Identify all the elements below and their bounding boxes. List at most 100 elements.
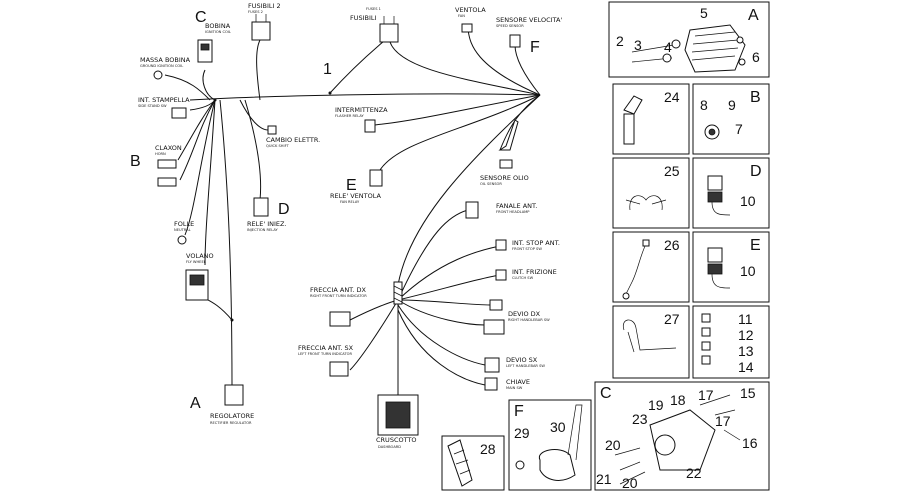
svg-text:C: C [600,385,612,402]
panel-d: D 10 [692,157,770,229]
label-sensore-velocita: SENSORE VELOCITA' [496,16,562,24]
svg-text:HORN: HORN [155,152,166,156]
svg-text:28: 28 [480,441,496,457]
label-int-stampella: INT. STAMPELLA [138,96,190,104]
svg-text:13: 13 [738,343,754,359]
panel-28: 28 [441,435,505,491]
svg-text:25: 25 [664,163,680,179]
letter-a: A [190,395,201,412]
svg-text:MAIN SW: MAIN SW [506,386,523,390]
label-sensore-olio: SENSORE OLIO [480,174,529,182]
svg-text:GROUND IGNITION COIL: GROUND IGNITION COIL [140,64,183,68]
svg-text:18: 18 [670,392,686,408]
svg-text:FLASHER RELAY: FLASHER RELAY [335,114,365,118]
label-int-frizione: INT. FRIZIONE [512,268,557,276]
letter-b: B [130,153,141,170]
svg-text:LEFT HANDLEBAR SW: LEFT HANDLEBAR SW [506,364,545,368]
panel-b: B 8 9 7 [692,83,770,155]
svg-text:24: 24 [664,89,680,105]
svg-text:6: 6 [752,49,760,65]
svg-text:10: 10 [740,263,756,279]
svg-text:15: 15 [740,385,756,401]
panel-27: 27 [612,305,690,379]
label-rele-iniez: RELE' INIEZ. [247,220,287,228]
svg-text:DASHBOARD: DASHBOARD [378,445,401,449]
svg-text:SIDE STAND SW: SIDE STAND SW [138,104,167,108]
svg-text:RIGHT FRONT TURN INDICATOR: RIGHT FRONT TURN INDICATOR [310,294,367,298]
label-fusibili: FUSIBILI [350,14,377,22]
label-volano: VOLANO [186,252,214,260]
svg-text:IGNITION COIL: IGNITION COIL [205,30,231,34]
letter-c: C [195,9,207,26]
label-fanale-ant: FANALE ANT. [496,202,537,210]
label-cruscotto: CRUSCOTTO [376,436,417,444]
label-freccia-ant-dx: FRECCIA ANT. DX [310,286,367,294]
panel-25: 25 [612,157,690,229]
svg-text:NEUTRAL: NEUTRAL [174,228,191,232]
panel-a: A 2 3 4 5 6 [608,1,770,78]
svg-text:12: 12 [738,327,754,343]
label-devio-sx: DEVIO SX [506,356,538,364]
panel-24: 24 [612,83,690,155]
svg-text:E: E [750,237,761,254]
svg-text:D: D [750,163,762,180]
svg-text:22: 22 [686,465,702,481]
svg-text:19: 19 [648,397,664,413]
svg-text:FUSES 2: FUSES 2 [248,10,263,14]
connectors [153,14,521,436]
label-freccia-ant-sx: FRECCIA ANT. SX [298,344,354,352]
letter-f: F [530,39,540,56]
svg-text:RECTIFIER REGULATOR: RECTIFIER REGULATOR [210,421,252,425]
svg-text:8: 8 [700,97,708,113]
label-ventola: VENTOLA [455,6,486,14]
svg-text:17: 17 [698,387,714,403]
svg-text:FAN RELAY: FAN RELAY [340,200,360,204]
svg-text:FUSES 1: FUSES 1 [366,7,381,11]
label-fusibili2: FUSIBILI 2 [248,2,281,10]
label-claxon: CLAXON [155,144,182,152]
svg-text:29: 29 [514,425,530,441]
label-devio-dx: DEVIO DX [508,310,541,318]
svg-text:4: 4 [664,39,672,55]
label-massa-bobina: MASSA BOBINA [140,56,191,64]
svg-text:OIL SENSOR: OIL SENSOR [480,182,502,186]
panel-c: C 18 19 17 15 23 17 16 20 22 21 20 [594,381,770,491]
svg-text:23: 23 [632,411,648,427]
svg-text:FRONT HEADLAMP: FRONT HEADLAMP [496,210,530,214]
svg-text:30: 30 [550,419,566,435]
svg-text:11: 11 [738,311,753,327]
harness-number: 1 [323,61,332,78]
svg-text:10: 10 [740,193,756,209]
panel-e: E 10 [692,231,770,303]
panel-26: 26 [612,231,690,303]
label-int-stop-ant: INT. STOP ANT. [512,239,560,247]
harness-letters: C B D E F A [130,9,540,412]
harness-labels: BOBINA IGNITION COIL FUSIBILI 2 FUSES 2 … [138,2,562,449]
label-folle: FOLLE [174,220,194,228]
label-rele-ventola: RELE' VENTOLA [330,192,381,200]
svg-text:21: 21 [596,471,612,487]
svg-text:20: 20 [605,437,621,453]
svg-text:FRONT STOP SW: FRONT STOP SW [512,247,542,251]
svg-text:QUICK SHIFT: QUICK SHIFT [266,144,290,148]
label-bobina: BOBINA [205,22,231,30]
svg-text:FAN: FAN [458,14,465,18]
harness-wires [164,29,541,395]
svg-text:5: 5 [700,5,708,21]
svg-text:F: F [514,403,524,420]
svg-text:A: A [748,7,759,24]
svg-text:17: 17 [715,413,731,429]
svg-text:7: 7 [735,121,743,137]
svg-text:FLY WHEEL: FLY WHEEL [186,260,206,264]
svg-text:RIGHT HANDLEBAR SW: RIGHT HANDLEBAR SW [508,318,550,322]
svg-text:INJECTION RELAY: INJECTION RELAY [247,228,279,232]
panel-list: 11 12 13 14 [692,305,770,379]
svg-text:LEFT FRONT TURN INDICATOR: LEFT FRONT TURN INDICATOR [298,352,352,356]
svg-text:14: 14 [738,359,754,375]
svg-text:B: B [750,89,761,106]
svg-text:SPEED SENSOR: SPEED SENSOR [496,24,524,28]
label-intermittenza: INTERMITTENZA [335,106,388,114]
svg-text:CLUTCH SW: CLUTCH SW [512,276,534,280]
label-chiave: CHIAVE [506,378,530,386]
